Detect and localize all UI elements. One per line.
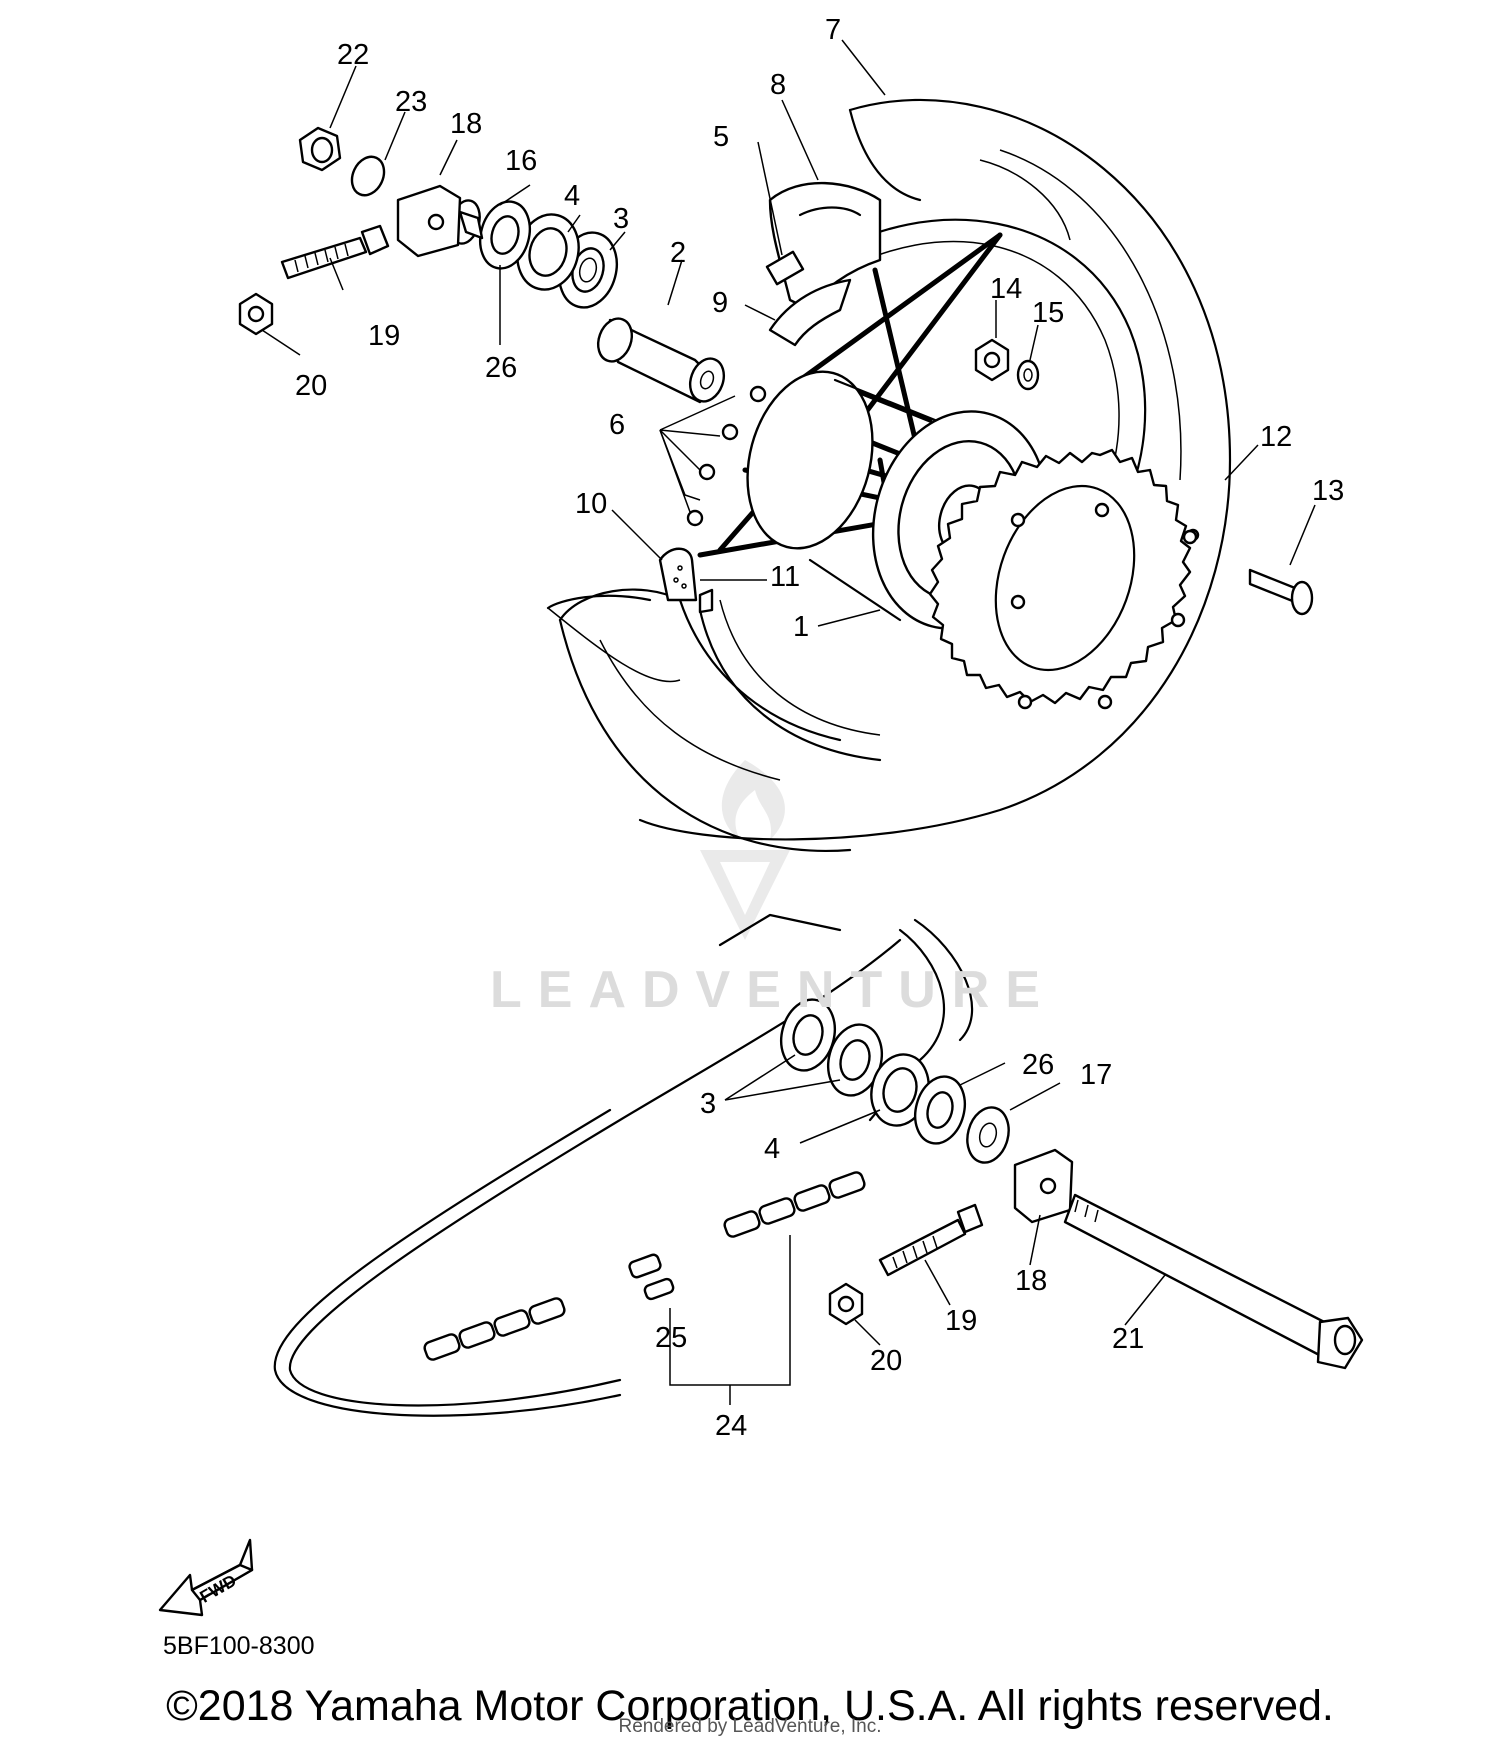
tire-brace <box>658 547 714 614</box>
collar-17 <box>966 1106 1010 1164</box>
forward-arrow-icon: FWD <box>158 1538 254 1617</box>
callout-19: 19 <box>368 320 400 352</box>
callout-26-lower: 26 <box>1022 1049 1054 1081</box>
chain-links-left <box>423 1297 566 1361</box>
wheel-collar <box>596 317 726 404</box>
wheel-axle <box>1063 1193 1364 1370</box>
watermark-text: LEADVENTURE <box>490 961 1057 1019</box>
master-link <box>628 1253 675 1301</box>
callout-10: 10 <box>575 488 607 520</box>
washer-23 <box>350 155 386 197</box>
callout-9: 9 <box>712 287 728 319</box>
chain-puller-top <box>396 184 462 258</box>
sprocket-nut <box>974 338 1010 382</box>
rendered-by-notice: Rendered by LeadVenture, Inc. <box>618 1716 882 1737</box>
leadventure-logo-watermark <box>700 760 790 940</box>
callout-20-lower: 20 <box>870 1345 902 1377</box>
callout-3: 3 <box>613 203 629 235</box>
callout-1: 1 <box>793 611 809 643</box>
callout-2: 2 <box>670 237 686 269</box>
callout-24: 24 <box>715 1410 747 1442</box>
callout-3-lower: 3 <box>700 1088 716 1120</box>
callout-20: 20 <box>295 370 327 402</box>
callout-19-lower: 19 <box>945 1305 977 1337</box>
chain-links-mid <box>723 1171 866 1238</box>
callout-6: 6 <box>609 409 625 441</box>
spoke-nipples <box>686 385 767 527</box>
callout-8: 8 <box>770 69 786 101</box>
rear-sprocket <box>928 448 1200 710</box>
chain-puller-lower <box>1013 1148 1074 1224</box>
callout-7: 7 <box>825 14 841 46</box>
oil-seal-top <box>479 200 531 270</box>
bearing-lower-2 <box>827 1023 883 1097</box>
adjust-bolt-top <box>280 224 390 280</box>
callout-14: 14 <box>990 273 1022 305</box>
tire <box>546 98 1232 852</box>
callout-21: 21 <box>1112 1323 1144 1355</box>
sprocket-bolt <box>1248 568 1314 616</box>
oil-seal-lower <box>914 1075 966 1145</box>
tube-valve <box>765 250 805 286</box>
callout-15: 15 <box>1032 297 1064 329</box>
callout-22: 22 <box>337 39 369 71</box>
callout-5: 5 <box>713 121 729 153</box>
rim-band <box>768 278 852 347</box>
spacer-lower <box>870 1053 930 1127</box>
bearing-lower-1 <box>780 998 836 1072</box>
sprocket-washer <box>1016 359 1040 391</box>
drive-chain <box>273 913 974 1417</box>
callout-16: 16 <box>505 145 537 177</box>
leader-lines <box>261 39 1316 1405</box>
adjust-bolt-lower <box>878 1203 984 1277</box>
callout-11: 11 <box>770 561 800 593</box>
callout-25: 25 <box>655 1322 687 1354</box>
nut-22 <box>298 126 342 172</box>
diagram-code: 5BF100-8300 <box>163 1632 315 1660</box>
callout-18-lower: 18 <box>1015 1265 1047 1297</box>
callout-labels: 1 2 3 4 5 6 7 8 9 10 11 12 13 14 15 16 1… <box>295 14 1344 1442</box>
spacer-top <box>516 213 580 291</box>
callout-18: 18 <box>450 108 482 140</box>
inner-tube <box>768 181 882 312</box>
callout-17: 17 <box>1080 1059 1112 1091</box>
callout-23: 23 <box>395 86 427 118</box>
nut-20-lower <box>828 1282 864 1326</box>
callout-13: 13 <box>1312 475 1344 507</box>
nut-20-top <box>238 292 274 336</box>
callout-12: 12 <box>1260 421 1292 453</box>
callout-4-lower: 4 <box>764 1133 780 1165</box>
callout-26: 26 <box>485 352 517 384</box>
copyright-notice: ©2018 Yamaha Motor Corporation, U.S.A. A… <box>166 1682 1334 1730</box>
callout-4: 4 <box>564 180 580 212</box>
